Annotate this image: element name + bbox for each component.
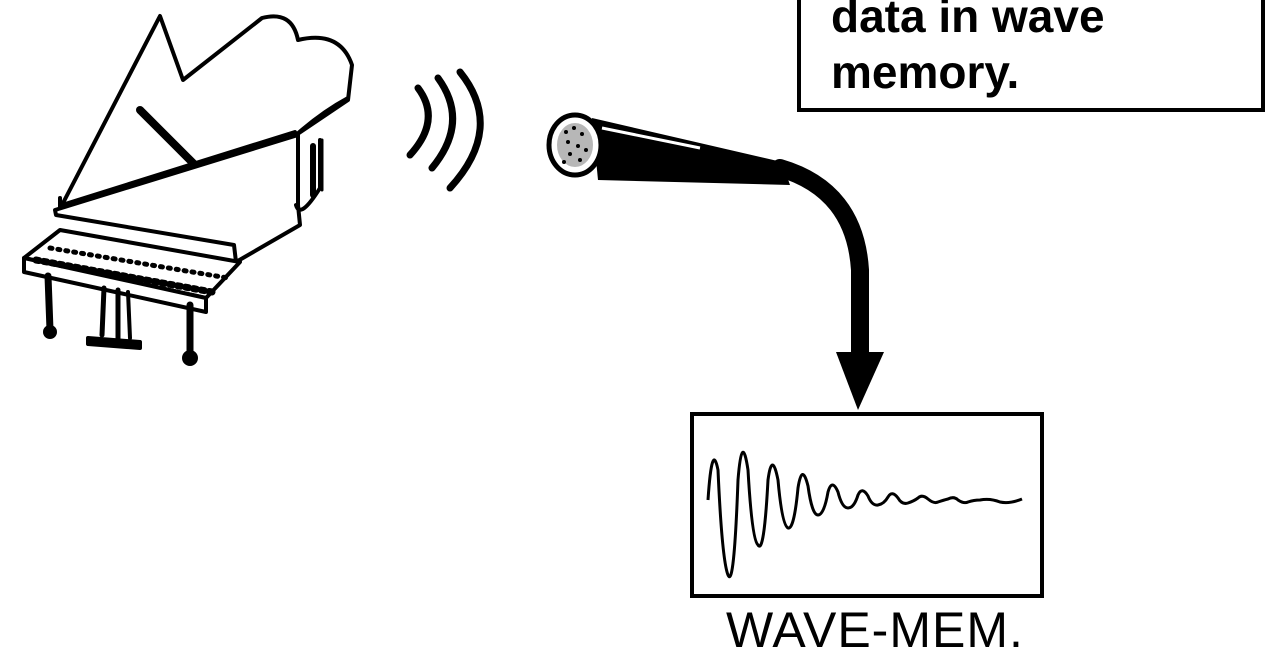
- arrow-icon: [780, 168, 884, 410]
- wave-memory-box: [692, 414, 1042, 596]
- callout-line-1: data in wave: [831, 0, 1105, 44]
- callout-box: data in wave memory.: [797, 0, 1265, 112]
- sound-waves-icon: [410, 72, 480, 188]
- wave-memory-label: WAVE-MEM.: [726, 602, 1024, 658]
- grand-piano-icon: [24, 16, 352, 364]
- callout-line-2: memory.: [831, 44, 1105, 100]
- microphone-icon: [549, 115, 790, 185]
- callout-text: data in wave memory.: [831, 0, 1105, 100]
